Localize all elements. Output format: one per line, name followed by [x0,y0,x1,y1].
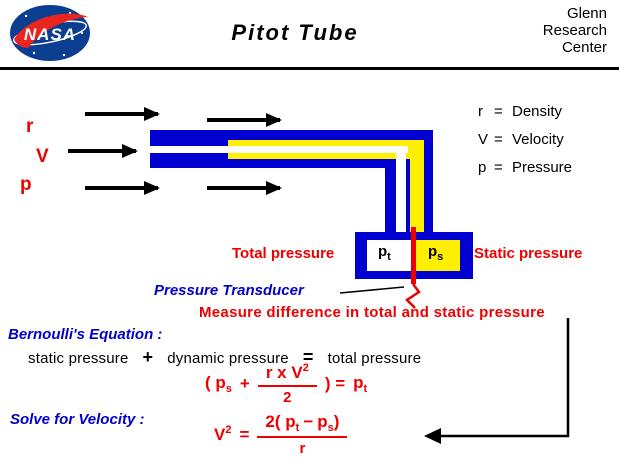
word-static-pressure: static pressure [28,350,129,367]
symbol-legend: r = Density V = Velocity p = Pressure [478,103,572,187]
legend-symbol: p [478,159,487,176]
eq2-minus: − [303,412,314,431]
legend-symbol: r [478,103,483,120]
pitot-tube-vertical [385,168,433,234]
flow-symbol-pressure: p [20,174,32,195]
eq1-rhs-base: p [353,373,364,392]
word-equals: = [302,347,314,367]
static-pressure-label: Static pressure [474,245,583,262]
eq2-equals: = [239,424,250,444]
ps-base: p [428,243,438,260]
measure-difference-label: Measure difference in total and static p… [199,304,545,321]
eq1-numerator: r x V2 [257,362,317,387]
eq2-fraction: 2( pt−ps) r [257,412,348,457]
eq2-lhs-base: V [214,425,226,444]
legend-symbol: V [478,131,489,148]
eq1-open-paren: ( p [205,373,226,392]
bernoulli-symbolic-equation: ( ps + r x V2 2 ) = pt [205,362,367,406]
velocity-equation: V2 = 2( pt−ps) r [214,412,348,457]
center-name-line: Center [561,39,607,56]
pressure-transducer-label: Pressure Transducer [154,282,304,299]
glenn-research-center-label: Glenn Research Center [543,5,607,56]
eq2-num-close: ) [333,412,340,431]
nasa-logo: NASA [8,3,92,68]
flow-symbol-velocity: V [36,146,49,167]
eq1-sub-s: s [225,383,232,395]
elbow-connector [430,318,570,438]
eq2-num-p: p [317,412,328,431]
total-channel-down [396,146,406,241]
legend-equals: = [494,131,503,148]
eq1-fraction: r x V2 2 [257,362,317,406]
bernoulli-word-equation: static pressure + dynamic pressure = tot… [28,347,421,368]
ps-label: ps [428,243,443,263]
nasa-meatball-icon: NASA [10,5,90,61]
legend-equals: = [494,103,503,120]
eq1-rhs-sub: t [363,383,368,395]
eq2-num-open: 2( p [265,412,296,431]
pt-sub: t [387,251,391,263]
static-channel-down [410,140,424,241]
total-pressure-channel [150,146,408,153]
eq1-close-equals: ) = [324,374,346,393]
center-name-line: Glenn [566,5,607,22]
static-pressure-chamber [413,240,460,271]
logo-swoosh [14,13,88,48]
pressure-transducer-line [411,227,416,284]
page-title: Pitot Tube [231,20,359,45]
eq2-lhs-exponent: 2 [225,424,232,436]
total-pressure-label: Total pressure [232,245,335,262]
bernoulli-heading: Bernoulli's Equation : [8,326,163,343]
logo-text: NASA [24,25,76,44]
eq2-numerator: 2( pt−ps) [257,412,348,438]
eq1-denominator: 2 [283,389,292,406]
legend-row: r = Density [478,103,572,120]
legend-row: V = Velocity [478,131,572,148]
eq1-rhs: pt [353,373,367,395]
ps-sub: s [437,251,444,263]
eq1-num-base: r x V [265,363,303,382]
eq1-lhs-open: ( ps [205,373,232,395]
eq2-num-sub-t: t [295,422,300,434]
legend-term: Pressure [512,159,573,176]
eq2-lhs: V2 [214,424,231,445]
word-plus: + [142,347,154,367]
center-name-line: Research [542,22,607,39]
pt-label: pt [378,243,391,263]
eq2-denominator: r [299,440,306,457]
pt-base: p [378,243,388,260]
legend-row: p = Pressure [478,159,572,176]
eq1-plus: + [239,374,250,393]
total-pressure-chamber [367,240,413,271]
legend-term: Density [512,103,563,120]
legend-equals: = [494,159,503,176]
solve-velocity-heading: Solve for Velocity : [10,411,145,428]
legend-term: Velocity [512,131,564,148]
header-divider [0,67,619,70]
flow-symbol-density: r [26,116,34,137]
eq2-num-sub-s: s [327,422,334,434]
word-dynamic-pressure: dynamic pressure [167,350,289,367]
elbow-arrowhead-icon [424,428,441,444]
word-total-pressure: total pressure [327,350,422,367]
eq1-num-exponent: 2 [302,362,309,374]
transducer-pointer-line [339,286,405,294]
transducer-wire-squiggle [405,283,421,309]
